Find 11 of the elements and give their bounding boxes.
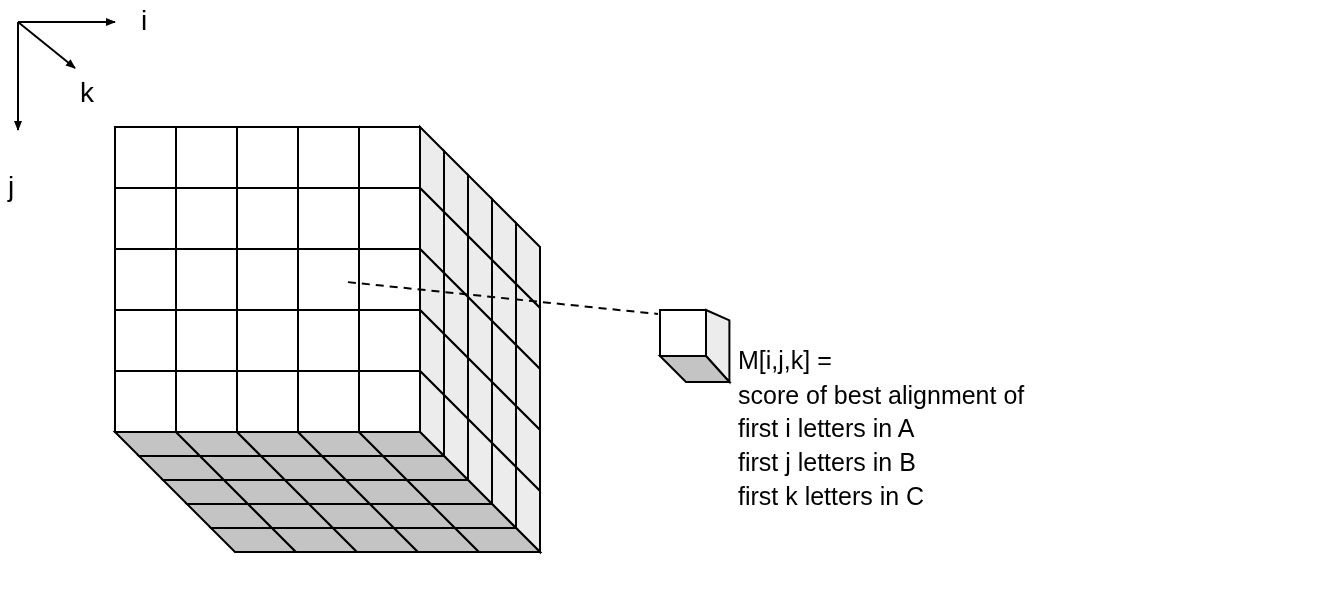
axis-label: j <box>8 172 15 202</box>
description-text: first k letters in C <box>738 481 925 511</box>
description-text: first j letters in B <box>738 447 916 477</box>
formula-text: M[i,j,k] = <box>738 345 832 375</box>
leader-line <box>346 281 659 315</box>
cube-icon <box>657 308 732 385</box>
axis-label: i <box>141 6 148 36</box>
description-text: score of best alignment of <box>738 380 1025 410</box>
cube-grid-drawing <box>112 124 543 555</box>
description-text: first i letters in A <box>738 413 915 443</box>
axis-label: k <box>80 78 94 108</box>
